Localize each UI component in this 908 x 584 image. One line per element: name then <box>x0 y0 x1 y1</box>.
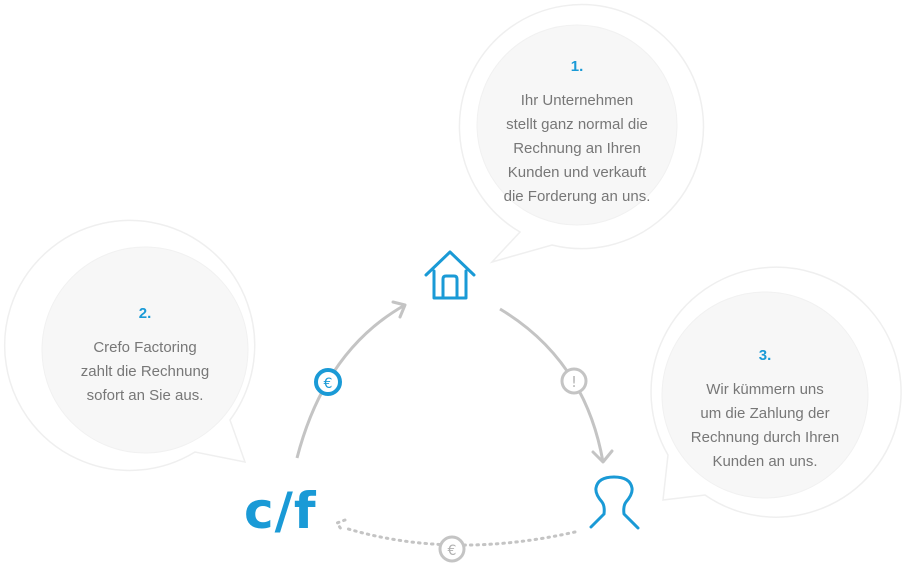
step-line: Wir kümmern uns <box>706 381 824 398</box>
step-line: stellt ganz normal die <box>506 116 648 133</box>
step-number: 1. <box>570 58 584 75</box>
crefo-factoring-logo: c/f <box>244 482 317 540</box>
warning-badge-invoice: ! <box>560 367 588 395</box>
euro-badge-payment: € <box>438 535 466 563</box>
house-icon <box>424 250 476 300</box>
step-line: die Forderung an uns. <box>503 188 651 205</box>
exclamation-icon: ! <box>571 373 577 391</box>
step-number: 2. <box>138 305 152 322</box>
step-line: Kunden und verkauft <box>507 164 647 181</box>
step-1-text: 1. Ihr Unternehmen stellt ganz normal di… <box>477 55 677 209</box>
euro-icon: € <box>448 543 457 559</box>
speech-bubble-step-1 <box>458 3 705 264</box>
arrow-invoice <box>499 307 614 464</box>
step-line: Crefo Factoring <box>93 339 197 356</box>
step-line: Rechnung durch Ihren <box>690 429 840 446</box>
euro-icon: € <box>324 376 333 392</box>
step-line: sofort an Sie aus. <box>86 387 204 404</box>
speech-bubble-step-2 <box>3 219 256 472</box>
step-3-text: 3. Wir kümmern uns um die Zahlung der Re… <box>665 344 865 474</box>
step-line: Kunden an uns. <box>712 453 818 470</box>
euro-badge-payout: € <box>314 368 342 396</box>
arrow-payment-dotted <box>334 518 577 547</box>
step-number: 3. <box>758 347 772 364</box>
speech-bubble-step-3 <box>650 266 902 518</box>
step-line: um die Zahlung der <box>700 405 830 422</box>
step-line: Rechnung an Ihren <box>513 140 641 157</box>
step-line: zahlt die Rechnung <box>80 363 210 380</box>
person-icon <box>589 475 640 530</box>
arrow-payout <box>295 300 407 459</box>
step-line: Ihr Unternehmen <box>520 92 634 109</box>
step-2-text: 2. Crefo Factoring zahlt die Rechnung so… <box>45 302 245 408</box>
